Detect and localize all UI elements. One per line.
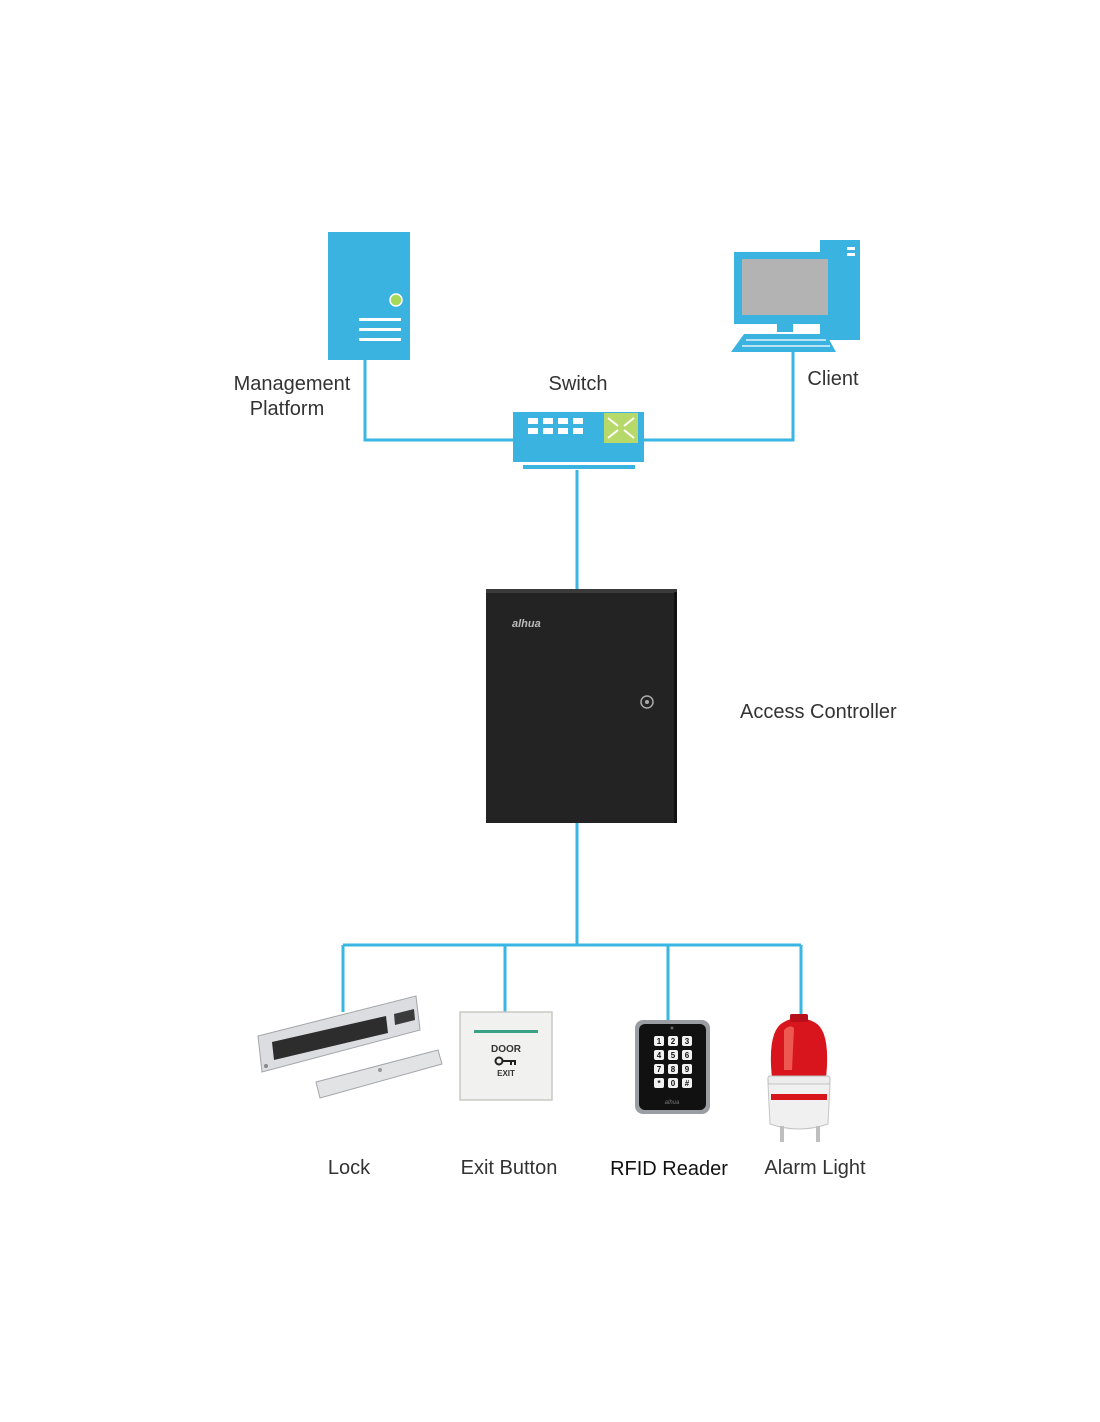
keypad-key <box>682 1036 692 1046</box>
connection-lines <box>341 340 803 1020</box>
access-controller-label: Access Controller <box>740 701 897 723</box>
magnetic-lock-icon <box>257 995 443 1099</box>
keypad-key <box>668 1036 678 1046</box>
keypad-key-label: 9 <box>685 1065 690 1074</box>
keypad-key-label: * <box>657 1079 661 1088</box>
keypad-key-label: 6 <box>685 1051 690 1060</box>
keypad-key <box>668 1064 678 1074</box>
line-platform-switch <box>363 355 514 442</box>
server-icon <box>328 232 410 360</box>
keypad-key <box>654 1036 664 1046</box>
exit-button-label: Exit Button <box>460 1157 558 1179</box>
line-client-switch <box>644 340 795 442</box>
rfid-reader-brand: alhua <box>665 1100 680 1106</box>
keypad-key <box>682 1050 692 1060</box>
keypad-key-label: # <box>685 1079 690 1088</box>
keypad-key <box>682 1078 692 1088</box>
keypad-key-label: 3 <box>685 1037 690 1046</box>
alarm-light-label: Alarm Light <box>764 1157 866 1179</box>
client-label: Client <box>807 368 859 390</box>
keypad-key-label: 1 <box>657 1037 662 1046</box>
alarm-light-icon <box>767 1014 831 1142</box>
rfid-reader-label: RFID Reader <box>610 1158 728 1180</box>
exit-button-icon: DOOR EXIT <box>459 1011 553 1101</box>
exit-button-door-text: DOOR <box>491 1044 522 1055</box>
keypad-key-label: 7 <box>657 1065 662 1074</box>
keypad-key-label: 4 <box>657 1051 662 1060</box>
keypad-key <box>654 1078 664 1088</box>
keypad-key-label: 5 <box>671 1051 676 1060</box>
management-platform-label-line1: Management <box>233 373 351 395</box>
keypad-key <box>668 1050 678 1060</box>
lock-label: Lock <box>327 1157 371 1179</box>
keypad-key-label: 8 <box>671 1065 676 1074</box>
keypad-key-label: 0 <box>671 1079 676 1088</box>
keypad-key <box>654 1064 664 1074</box>
keypad-key <box>668 1078 678 1088</box>
computer-icon <box>731 240 860 352</box>
switch-icon <box>513 412 644 469</box>
controller-brand-logo: alhua <box>512 618 541 630</box>
management-platform-label-line2: Platform <box>249 398 325 420</box>
keypad-key-label: 2 <box>671 1037 676 1046</box>
switch-label: Switch <box>548 373 608 395</box>
keypad-key <box>654 1050 664 1060</box>
keypad-key <box>682 1064 692 1074</box>
access-controller-icon: alhua <box>486 589 677 823</box>
exit-button-exit-text: EXIT <box>497 1069 515 1078</box>
